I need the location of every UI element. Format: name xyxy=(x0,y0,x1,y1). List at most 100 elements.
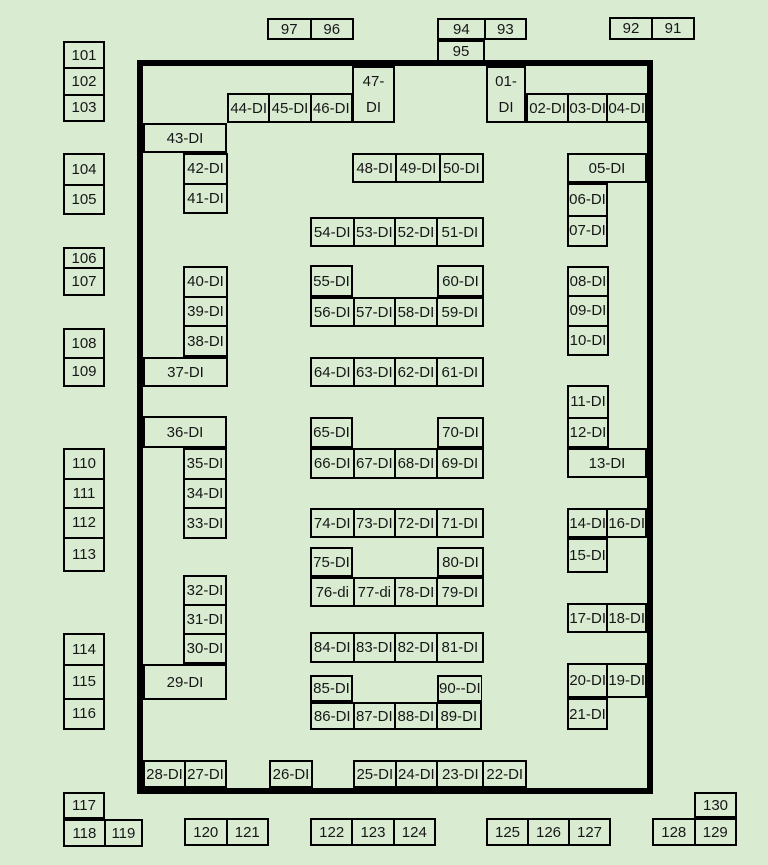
booth-box: 90--DI xyxy=(437,675,482,702)
booth-box: 75-DI xyxy=(310,547,353,577)
booth-19-DI: 19-DI xyxy=(607,664,646,697)
booth-67-DI: 67-DI xyxy=(353,449,396,478)
booth-72-DI: 72-DI xyxy=(395,509,437,537)
booth-114: 114 xyxy=(64,634,104,666)
booth-36-DI: 36-DI xyxy=(144,417,226,447)
booth-90--DI: 90--DI xyxy=(438,676,482,701)
booth-box: 55-DI xyxy=(310,265,353,297)
booth-06-DI: 06-DI xyxy=(568,184,607,216)
booth-63-DI: 63-DI xyxy=(353,358,396,386)
booth-12-DI: 12-DI xyxy=(568,417,608,447)
booth-45-DI: 45-DI xyxy=(269,94,311,122)
booth-93: 93 xyxy=(484,19,526,39)
booth-56-DI: 56-DI xyxy=(311,298,354,326)
booth-43-DI: 43-DI xyxy=(144,124,226,152)
booth-label-line: 47- xyxy=(362,72,385,90)
booth-10-DI: 10-DI xyxy=(568,325,608,355)
booth-29-DI: 29-DI xyxy=(144,665,226,699)
booth-07-DI: 07-DI xyxy=(568,215,607,246)
booth-62-DI: 62-DI xyxy=(395,358,437,386)
booth-14-DI: 14-DI xyxy=(568,509,608,537)
booth-box: 13-DI xyxy=(567,448,647,478)
booth-box: 70-DI xyxy=(437,417,484,448)
booth-95: 95 xyxy=(438,41,484,62)
booth-86-DI: 86-DI xyxy=(311,703,354,729)
booth-87-DI: 87-DI xyxy=(353,703,396,729)
booth-box: 95 xyxy=(437,40,485,63)
booth-68-DI: 68-DI xyxy=(395,449,437,478)
booth-58-DI: 58-DI xyxy=(395,298,437,326)
booth-box: 29-DI xyxy=(143,664,227,700)
booth-94: 94 xyxy=(438,19,485,39)
booth-34-DI: 34-DI xyxy=(184,478,226,509)
booth-label-line: 01- xyxy=(495,72,517,90)
booth-37-DI: 37-DI xyxy=(144,358,227,386)
booth-22-DI: 22-DI xyxy=(483,761,527,787)
booth-122: 122 xyxy=(311,819,353,845)
booth-115: 115 xyxy=(64,665,104,699)
booth-24-DI: 24-DI xyxy=(395,761,438,787)
booth-box: 85-DI xyxy=(310,675,353,702)
booth-130: 130 xyxy=(695,793,736,817)
booth-16-DI: 16-DI xyxy=(607,509,646,537)
booth-79-DI: 79-DI xyxy=(436,578,484,606)
booth-18-DI: 18-DI xyxy=(607,604,646,632)
booth-40-DI: 40-DI xyxy=(184,267,227,297)
booth-101: 101 xyxy=(64,42,104,69)
booth-01-DI: 01- DI xyxy=(487,67,525,122)
booth-124: 124 xyxy=(393,819,435,845)
booth-57-DI: 57-DI xyxy=(353,298,396,326)
booth-39-DI: 39-DI xyxy=(184,296,227,327)
booth-04-DI: 04-DI xyxy=(607,94,646,122)
booth-17-DI: 17-DI xyxy=(568,604,608,632)
booth-128: 128 xyxy=(653,819,695,845)
booth-box: 26-DI xyxy=(269,760,313,788)
booth-label-line: DI xyxy=(498,99,514,117)
booth-111: 111 xyxy=(64,478,104,509)
booth-53-DI: 53-DI xyxy=(353,218,396,246)
booth-15-DI: 15-DI xyxy=(568,539,607,572)
booth-80-DI: 80-DI xyxy=(438,548,483,576)
booth-120: 120 xyxy=(185,819,227,845)
booth-69-DI: 69-DI xyxy=(436,449,484,478)
booth-78-DI: 78-DI xyxy=(395,578,437,606)
booth-13-DI: 13-DI xyxy=(568,449,646,477)
booth-104: 104 xyxy=(64,154,104,185)
booth-box: 15-DI xyxy=(567,538,608,573)
booth-107: 107 xyxy=(64,268,104,295)
booth-121: 121 xyxy=(226,819,268,845)
booth-31-DI: 31-DI xyxy=(184,605,226,634)
booth-27-DI: 27-DI xyxy=(185,761,226,787)
booth-label-line: DI xyxy=(366,99,381,117)
booth-46-DI: 46-DI xyxy=(310,94,352,122)
booth-box: 130 xyxy=(694,792,737,818)
booth-85-DI: 85-DI xyxy=(311,676,352,701)
booth-66-DI: 66-DI xyxy=(311,449,354,478)
booth-52-DI: 52-DI xyxy=(395,218,437,246)
booth-box: 36-DI xyxy=(143,416,227,448)
booth-126: 126 xyxy=(528,819,569,845)
booth-42-DI: 42-DI xyxy=(184,154,227,184)
booth-91: 91 xyxy=(652,18,694,39)
